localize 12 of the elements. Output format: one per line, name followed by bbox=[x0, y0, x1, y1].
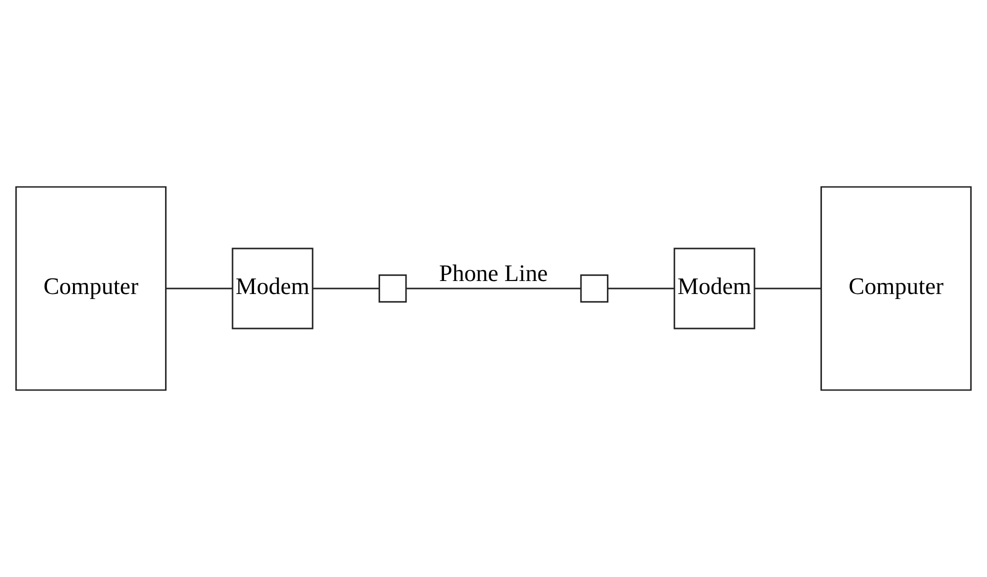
connector bbox=[608, 288, 674, 290]
node-box bbox=[580, 274, 608, 303]
node-box: Computer bbox=[15, 186, 167, 391]
node-box bbox=[378, 274, 407, 303]
node-box: Modem bbox=[232, 248, 314, 330]
node-box: Computer bbox=[820, 186, 972, 391]
connector bbox=[166, 288, 232, 290]
connector bbox=[754, 288, 821, 290]
connector bbox=[406, 288, 581, 290]
connector bbox=[313, 288, 379, 290]
edge-label: Phone Line bbox=[439, 260, 548, 287]
node-box: Modem bbox=[674, 248, 756, 330]
